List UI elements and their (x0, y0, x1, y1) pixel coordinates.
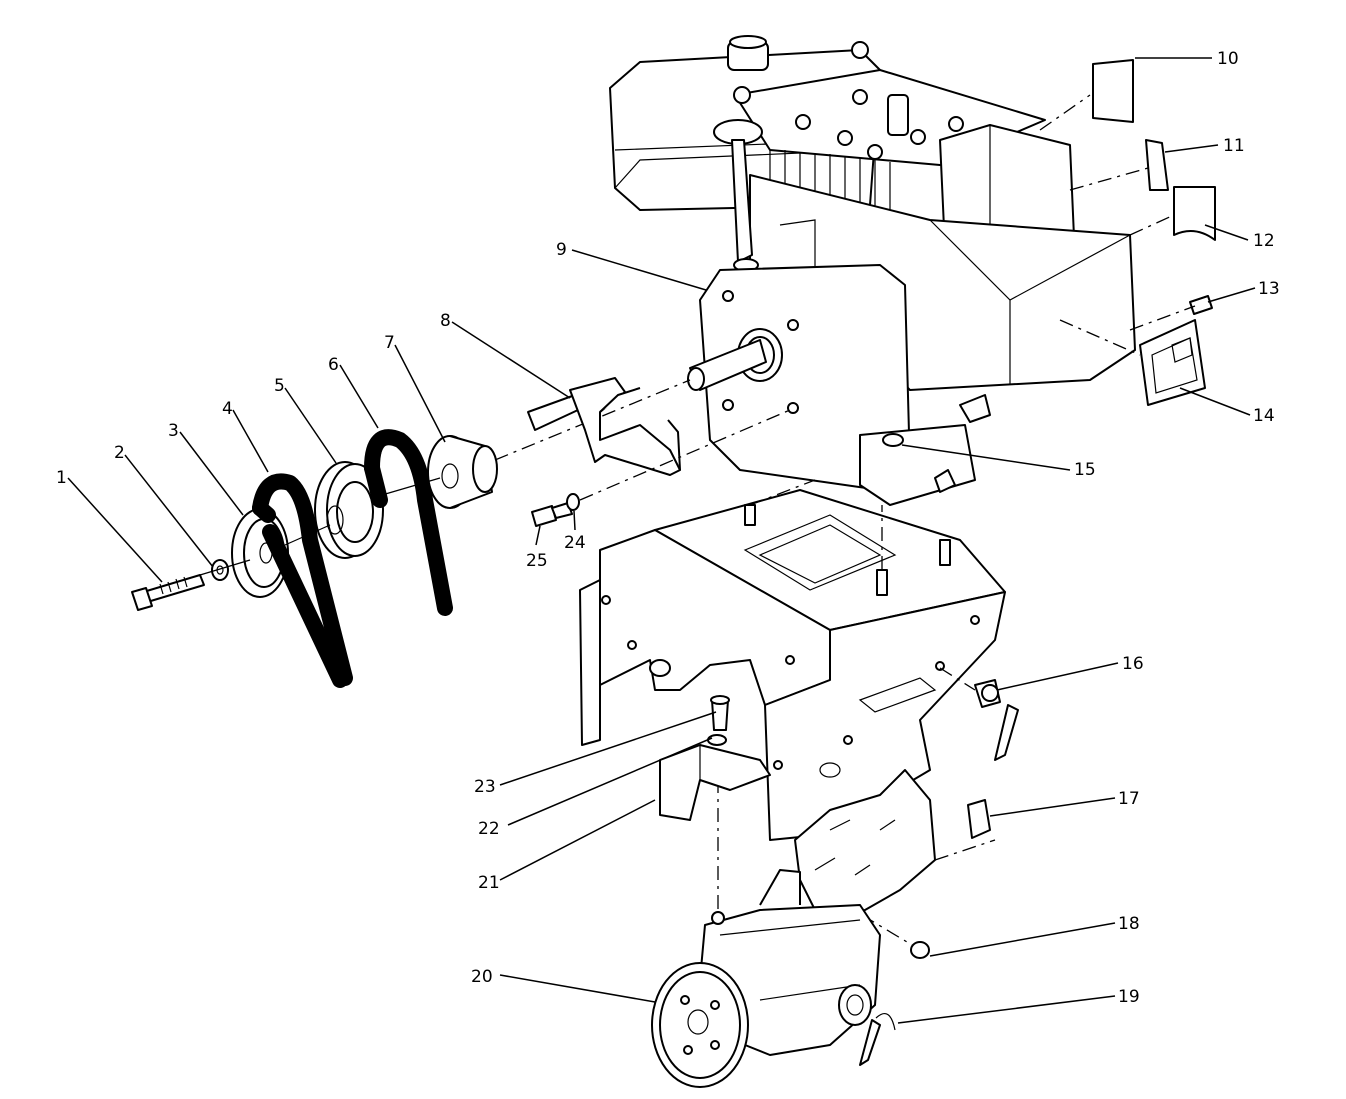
callout-11: 11 (1223, 136, 1245, 156)
bracket-21 (659, 744, 771, 821)
decal-14 (1139, 319, 1206, 406)
decal-11 (1145, 139, 1169, 191)
washer-22 (707, 734, 727, 746)
leader-lines (67, 57, 1256, 1024)
callout-19: 19 (1118, 987, 1140, 1007)
callout-9: 9 (556, 240, 567, 260)
engine-mounting-frame (579, 479, 1006, 841)
callout-5: 5 (274, 376, 285, 396)
callout-15: 15 (1074, 460, 1096, 480)
callout-24: 24 (564, 533, 586, 553)
decal-12 (1173, 186, 1216, 241)
callout-23: 23 (474, 777, 496, 797)
belt-4 (252, 473, 353, 686)
callout-16: 16 (1122, 654, 1144, 674)
callout-22: 22 (478, 819, 500, 839)
decal-10 (1092, 59, 1134, 123)
callout-13: 13 (1258, 279, 1280, 299)
transmission-assembly (651, 769, 936, 1088)
drive-assembly (131, 379, 691, 688)
nut-18 (910, 941, 930, 959)
callout-10: 10 (1217, 49, 1239, 69)
callout-labels: 1 2 3 4 5 6 7 8 9 10 11 12 13 14 15 16 1… (56, 49, 1280, 1007)
bolt-16 (974, 679, 1001, 708)
washer-2 (211, 559, 229, 581)
bolt-25 (531, 502, 573, 527)
callout-7: 7 (384, 333, 395, 353)
callout-2: 2 (114, 443, 125, 463)
screw-13 (1189, 295, 1213, 315)
belt-guide-bracket-8 (527, 377, 681, 476)
callout-14: 14 (1253, 406, 1275, 426)
bolt-23 (710, 695, 730, 731)
callout-3: 3 (168, 421, 179, 441)
callout-4: 4 (222, 399, 233, 419)
callout-12: 12 (1253, 231, 1275, 251)
spring-17 (967, 704, 1019, 839)
callout-21: 21 (478, 873, 500, 893)
decal-set (1092, 59, 1216, 406)
spring-19 (859, 1012, 896, 1066)
washer-24 (566, 493, 580, 511)
belt-6 (364, 429, 453, 616)
callout-1: 1 (56, 468, 67, 488)
callout-25: 25 (526, 551, 548, 571)
callout-18: 18 (1118, 914, 1140, 934)
callout-17: 17 (1118, 789, 1140, 809)
engine (609, 35, 1136, 506)
callout-6: 6 (328, 355, 339, 375)
callout-20: 20 (471, 967, 493, 987)
callout-8: 8 (440, 311, 451, 331)
